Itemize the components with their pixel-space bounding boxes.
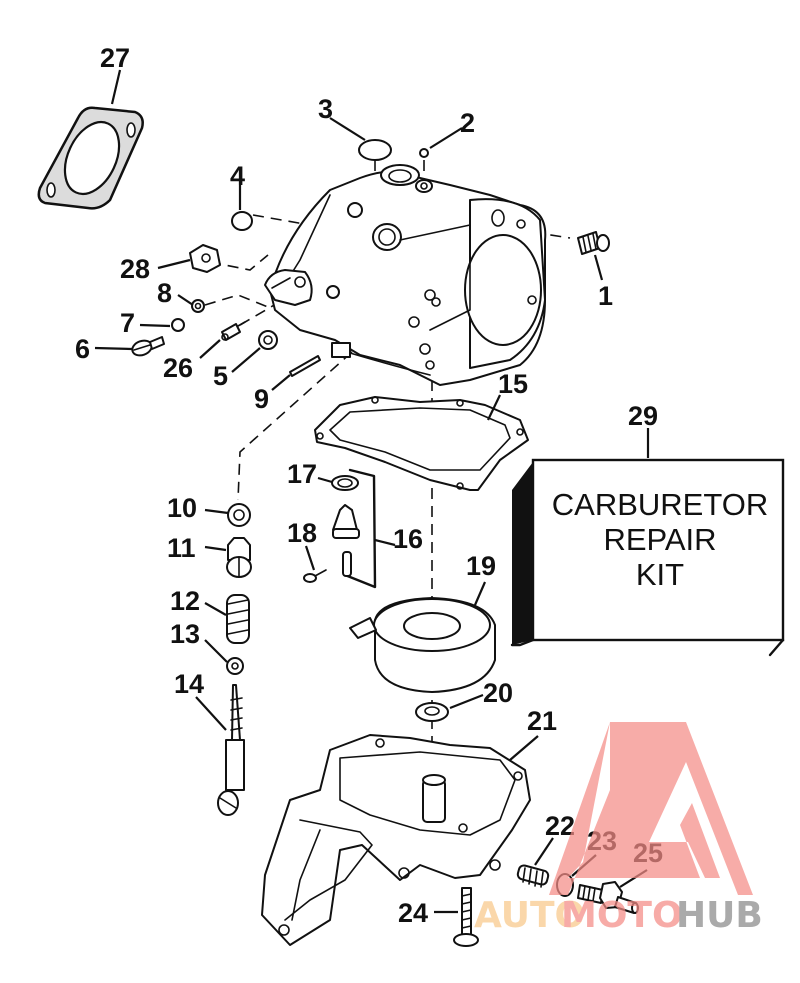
callout-13: 13	[170, 619, 200, 649]
watermark-auto: AUTO	[474, 895, 585, 936]
part-25-screw[interactable]	[577, 881, 639, 914]
callout-16: 16	[393, 524, 423, 554]
callout-14: 14	[174, 669, 204, 699]
part-seat[interactable]	[332, 504, 360, 539]
callout-3: 3	[318, 94, 333, 124]
watermark-moto: MOTO	[561, 895, 683, 936]
callout-9: 9	[254, 384, 269, 414]
callout-2: 2	[460, 108, 475, 138]
part-10-gasket[interactable]	[227, 503, 251, 527]
callout-5: 5	[213, 361, 228, 391]
kit-label-line1: CARBURETOR	[552, 487, 768, 522]
part-7-washer[interactable]	[171, 318, 185, 332]
kit-label-line2: REPAIR	[603, 522, 716, 557]
part-16-needle-seat-assembly[interactable]	[343, 468, 377, 589]
callout-29: 29	[628, 401, 658, 431]
callout-24: 24	[398, 898, 428, 928]
callout-21: 21	[527, 706, 557, 736]
part-1-screw[interactable]	[577, 231, 610, 255]
callout-12: 12	[170, 586, 200, 616]
part-17-gasket[interactable]	[331, 475, 359, 491]
part-18-clip[interactable]	[303, 569, 327, 583]
callout-7: 7	[120, 308, 135, 338]
part-19-float[interactable]	[349, 597, 496, 693]
part-5-lock-washer[interactable]	[258, 330, 278, 350]
callout-27: 27	[100, 43, 130, 73]
callout-4: 4	[230, 161, 245, 191]
part-14-needle-valve[interactable]	[217, 684, 245, 816]
part-11-fitting[interactable]	[226, 537, 252, 578]
part-28-nut[interactable]	[189, 244, 221, 273]
callout-17: 17	[287, 459, 317, 489]
callout-18: 18	[287, 518, 317, 548]
callout-6: 6	[75, 334, 90, 364]
part-3-plug[interactable]	[358, 139, 392, 161]
part-9-pin[interactable]	[289, 355, 321, 377]
kit-label-line3: KIT	[636, 557, 684, 592]
callout-20: 20	[483, 678, 513, 708]
callout-28: 28	[120, 254, 150, 284]
part-13-washer[interactable]	[226, 657, 244, 675]
callout-10: 10	[167, 493, 197, 523]
part-6-screw[interactable]	[130, 336, 165, 358]
part-12-spring[interactable]	[226, 594, 250, 644]
part-22-spring[interactable]	[516, 864, 550, 888]
watermark-hub: HUB	[676, 895, 763, 936]
part-27-gasket[interactable]	[37, 106, 144, 210]
part-needle[interactable]	[342, 551, 352, 577]
part-8-nut[interactable]	[191, 299, 205, 313]
part-4-plug[interactable]	[231, 211, 253, 231]
carburetor-body[interactable]	[264, 164, 547, 386]
watermark-logo: AUTO MOTO HUB	[474, 722, 763, 936]
callout-1: 1	[598, 281, 613, 311]
part-21-float-bowl[interactable]	[261, 734, 531, 946]
part-29-repair-kit-box[interactable]: CARBURETOR REPAIR KIT	[510, 458, 785, 657]
part-15-gasket[interactable]	[314, 396, 529, 491]
watermark-triangles-icon	[549, 722, 753, 895]
part-20-gasket[interactable]	[415, 702, 449, 722]
callout-15: 15	[498, 369, 528, 399]
callout-8: 8	[157, 278, 172, 308]
callout-19: 19	[466, 551, 496, 581]
part-24-screw[interactable]	[453, 887, 479, 947]
callout-11: 11	[167, 533, 196, 563]
part-2-ball[interactable]	[419, 148, 429, 158]
part-26-link[interactable]	[221, 321, 246, 341]
callout-26: 26	[163, 353, 193, 383]
